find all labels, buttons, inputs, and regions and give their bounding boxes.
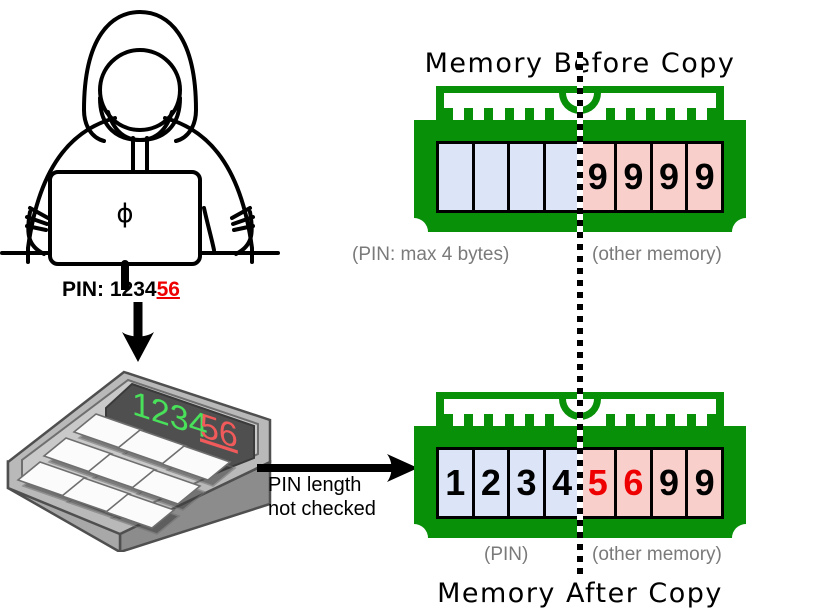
pin-overflow-part: 56 [156, 278, 180, 301]
memory-cell [436, 141, 475, 213]
memory-cell: 5 [578, 447, 618, 519]
memory-cell: 3 [507, 447, 546, 519]
memory-cell: 2 [471, 447, 511, 519]
memory-after-label-right: (other memory) [592, 544, 722, 565]
memory-cell [507, 141, 546, 213]
memory-boundary-divider [577, 52, 583, 580]
memory-cell: 9 [649, 141, 689, 213]
memory-before-label-left: (PIN: max 4 bytes) [352, 244, 510, 265]
arrow-down-to-keypad [122, 302, 154, 362]
memory-cell: 9 [614, 141, 653, 213]
memory-after-label-left: (PIN) [484, 544, 529, 565]
memory-cell: 9 [685, 141, 724, 213]
keypad-keys[interactable] [16, 413, 237, 535]
ram-chip-teeth-after [444, 414, 716, 434]
pin-entry-label: PIN: 123456 [62, 278, 180, 302]
memory-cell [471, 141, 511, 213]
ram-chip-teeth-before [444, 108, 716, 128]
laptop-logo: ϕ [116, 199, 133, 229]
memory-cell: 9 [685, 447, 724, 519]
pin-accepted-part: PIN: 1234 [62, 278, 157, 301]
pin-keypad[interactable]: 1234 56 [2, 362, 292, 552]
annotation-line-2: not checked [268, 497, 376, 520]
attacker-illustration: ϕ [0, 10, 280, 290]
memory-after-title: Memory After Copy [437, 578, 723, 609]
memory-cell [542, 141, 582, 213]
memory-cell: 4 [542, 447, 582, 519]
memory-cell: 1 [436, 447, 475, 519]
pin-length-annotation: PIN length not checked [268, 474, 376, 521]
annotation-line-1: PIN length [268, 474, 362, 496]
arrow-keypad-to-memory [257, 454, 418, 482]
memory-cell: 9 [578, 141, 618, 213]
memory-cell: 9 [649, 447, 689, 519]
memory-cell: 6 [614, 447, 653, 519]
memory-before-label-right: (other memory) [592, 244, 722, 265]
